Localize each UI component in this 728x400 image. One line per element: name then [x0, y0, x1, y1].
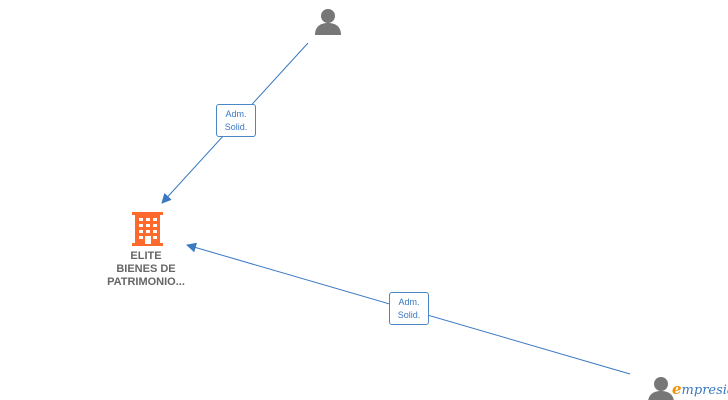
- person-icon[interactable]: [315, 9, 341, 35]
- person-icon[interactable]: [648, 377, 674, 400]
- empresia-watermark: empresia: [648, 376, 728, 400]
- edge-label-adm-solid: Adm. Solid.: [216, 104, 256, 137]
- edge-label-adm-solid: Adm. Solid.: [389, 292, 429, 325]
- building-icon[interactable]: [132, 212, 163, 246]
- company-name[interactable]: ELITE BIENES DE PATRIMONIO...: [107, 250, 185, 288]
- watermark-text: empresia: [672, 380, 728, 398]
